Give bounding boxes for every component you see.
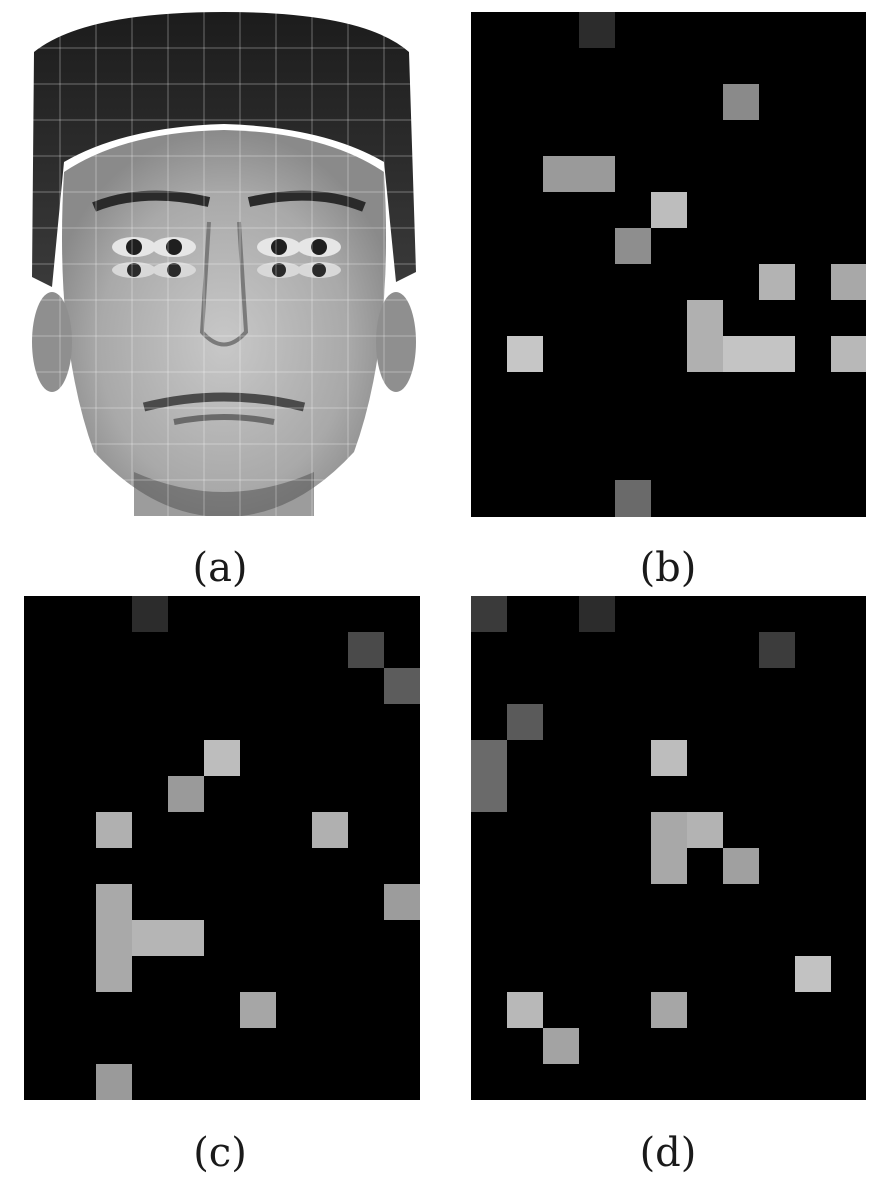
patch [168, 776, 204, 812]
caption-b: (b) [639, 545, 697, 591]
panel-a-face-collage [24, 12, 420, 516]
patch [471, 596, 507, 632]
patch [651, 812, 687, 884]
patch [312, 812, 348, 848]
panel-b-patch-mask [471, 12, 866, 517]
patch [723, 848, 759, 884]
nose [199, 221, 249, 347]
patch [348, 632, 384, 668]
patch [384, 884, 420, 920]
left-eyebrow [92, 190, 211, 212]
tile-grid [24, 12, 420, 516]
patch [96, 812, 132, 848]
patch [615, 228, 651, 264]
caption-c: (c) [193, 1130, 247, 1176]
patch [687, 812, 723, 848]
face-skin [62, 130, 386, 516]
patch [384, 668, 420, 704]
patch [831, 336, 866, 372]
face-collage-image [24, 12, 420, 516]
patch [651, 740, 687, 776]
right-ear [376, 292, 416, 392]
patch-mask-c [24, 596, 420, 1100]
panel-c-patch-mask [24, 596, 420, 1100]
patch [831, 264, 866, 300]
mustache [142, 392, 306, 412]
patch [615, 480, 651, 517]
left-ear [32, 292, 72, 392]
patch [471, 740, 507, 812]
caption-d: (d) [639, 1130, 697, 1176]
patch [507, 992, 543, 1028]
patch [543, 156, 615, 192]
patch [507, 336, 543, 372]
panel-d-patch-mask [471, 596, 866, 1100]
patch [723, 336, 795, 372]
patch [579, 596, 615, 632]
patch-mask-d [471, 596, 866, 1100]
left-eyes [112, 237, 196, 278]
right-eyes [257, 237, 341, 278]
patch [759, 264, 795, 300]
patch [507, 704, 543, 740]
patch [240, 992, 276, 1028]
patch-mask-b [471, 12, 866, 517]
patch [651, 192, 687, 228]
chin-beard [134, 472, 314, 516]
patch [579, 12, 615, 48]
mouth [173, 414, 275, 425]
patch [96, 1064, 132, 1100]
right-eyebrow [247, 190, 366, 212]
patch [687, 300, 723, 372]
patch [543, 1028, 579, 1064]
caption-a: (a) [192, 545, 248, 591]
patch [651, 992, 687, 1028]
patch [132, 920, 204, 956]
patch [759, 632, 795, 668]
patch [204, 740, 240, 776]
hair [32, 12, 416, 287]
patch [132, 596, 168, 632]
patch [795, 956, 831, 992]
patch [723, 84, 759, 120]
patch [96, 884, 132, 992]
